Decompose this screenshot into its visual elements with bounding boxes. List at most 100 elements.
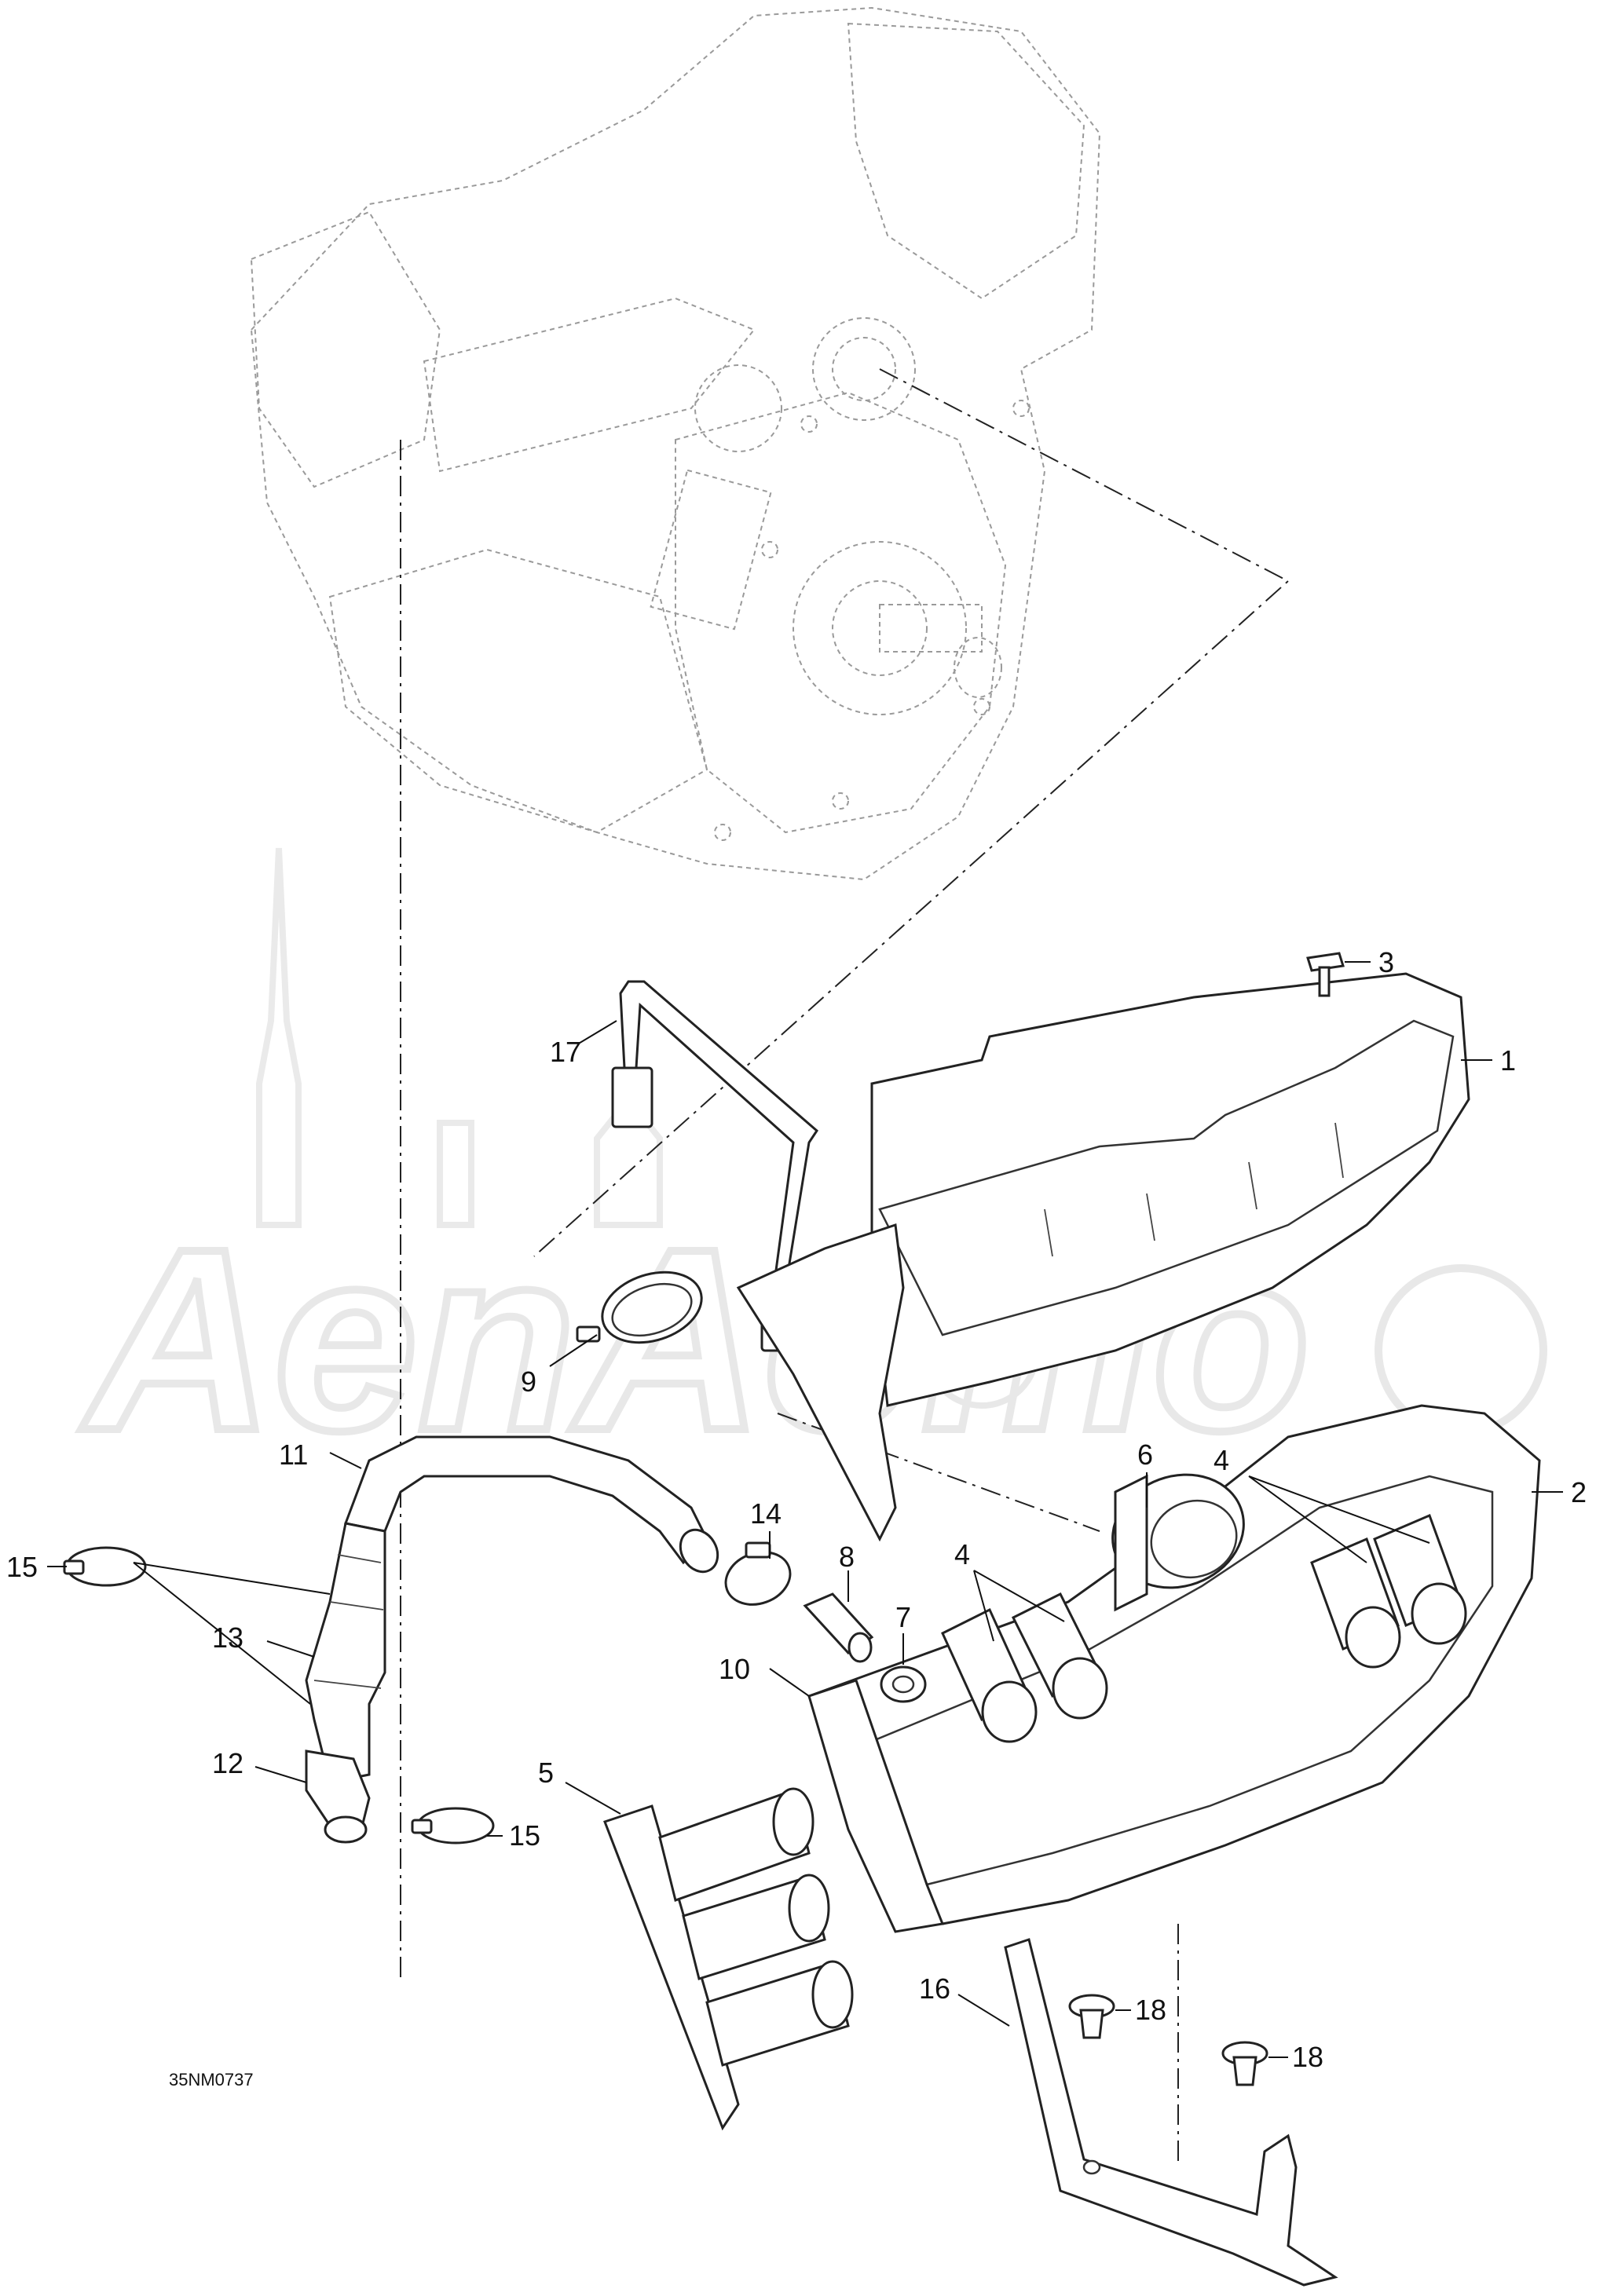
filter-cylinder-1 xyxy=(658,1789,811,1902)
hose-end xyxy=(679,1528,719,1574)
mount-2-stem xyxy=(1232,2056,1257,2086)
bracket-body xyxy=(1004,1938,1338,2287)
part-5-filter xyxy=(603,1787,854,2131)
coupling-body xyxy=(1114,1474,1148,1612)
engine-bolt-6 xyxy=(1012,400,1030,417)
part-15-clamp-left xyxy=(63,1546,147,1587)
engine-throttle-body xyxy=(812,317,916,421)
callout-15-left: 15 xyxy=(6,1551,38,1583)
sleeve-right-2-end xyxy=(1411,1582,1467,1645)
clamp-screw xyxy=(576,1325,601,1343)
tube-body xyxy=(305,1522,386,1784)
coupling-bore xyxy=(1150,1499,1238,1579)
engine-cylinder-head-left xyxy=(250,210,441,488)
engine-crankcase xyxy=(675,391,1007,834)
sleeve-right-1-end xyxy=(1345,1606,1401,1669)
filter-cylinder-3-end xyxy=(811,1960,854,2029)
sleeve-left-1-end xyxy=(981,1680,1038,1743)
leader-10 xyxy=(769,1668,810,1697)
leader-11 xyxy=(329,1452,362,1469)
filter-plate xyxy=(603,1804,740,2131)
assembly-line-throttle-to-housing xyxy=(777,1413,1100,1532)
callout-4-right: 4 xyxy=(1214,1444,1229,1476)
leader-12 xyxy=(254,1766,307,1783)
engine-cylinder-head-right xyxy=(847,22,1085,300)
leader-17 xyxy=(577,1020,617,1045)
callout-18-upper: 18 xyxy=(1135,1994,1166,2026)
part-8-fitting xyxy=(803,1592,874,1663)
callout-8: 8 xyxy=(839,1541,855,1573)
callout-10: 10 xyxy=(719,1653,750,1685)
callout-16: 16 xyxy=(919,1972,950,2005)
callout-14: 14 xyxy=(750,1497,782,1530)
engine-assembly-ghost xyxy=(250,6,1101,881)
callout-4-left: 4 xyxy=(954,1538,970,1570)
hose-clamp-left-screw xyxy=(63,1559,85,1575)
clamp-ring-inner xyxy=(611,1283,693,1336)
fitting-end xyxy=(847,1632,873,1663)
callout-13: 13 xyxy=(212,1621,243,1654)
part-9-clamp xyxy=(576,1270,703,1344)
callout-1: 1 xyxy=(1500,1044,1516,1077)
grommet-inner xyxy=(891,1675,915,1694)
part-4-sleeves-left xyxy=(941,1592,1108,1743)
callout-3: 3 xyxy=(1378,946,1394,978)
elbow-end xyxy=(324,1815,368,1844)
bracket-hole xyxy=(1082,2159,1101,2175)
drawing-code: 35NM0737 xyxy=(169,2070,254,2089)
engine-bolt-4 xyxy=(714,824,731,841)
strap-pad-top xyxy=(611,1066,653,1128)
engine-output-shaft xyxy=(832,580,928,676)
part-4-sleeves-right xyxy=(1310,1513,1467,1669)
assembly-line-engine-intake xyxy=(533,368,1290,1257)
engine-throttle-inner xyxy=(832,337,896,401)
part-13-tube xyxy=(305,1522,386,1784)
callout-15-right: 15 xyxy=(509,1819,540,1852)
engine-block-outline xyxy=(250,6,1101,881)
screw-shank xyxy=(1318,966,1331,997)
callout-18-lower: 18 xyxy=(1292,2041,1323,2073)
part-7-grommet xyxy=(880,1665,927,1703)
callout-7: 7 xyxy=(895,1601,911,1633)
leader-lines xyxy=(47,961,1563,2058)
callout-5: 5 xyxy=(538,1757,554,1789)
engine-output-shaft-flange xyxy=(793,541,967,715)
leader-9 xyxy=(549,1334,598,1367)
leader-5 xyxy=(565,1782,621,1815)
part-18-mount-1 xyxy=(1068,1994,1115,2039)
engine-bolt-1 xyxy=(800,415,818,433)
callout-12: 12 xyxy=(212,1747,243,1779)
leader-4b xyxy=(973,1570,1065,1642)
part-3-screw xyxy=(1306,952,1345,997)
part-18-mount-2 xyxy=(1221,2041,1268,2086)
sleeve-left-2-end xyxy=(1052,1657,1108,1720)
callout-11: 11 xyxy=(279,1439,308,1471)
airbox-cover-rib-1 xyxy=(1044,1122,1344,1257)
hose-clamp-14-screw xyxy=(745,1541,771,1559)
leader-4a xyxy=(1248,1475,1430,1563)
part-16-bracket xyxy=(1004,1938,1338,2287)
part-15-clamp-right xyxy=(411,1807,495,1844)
engine-cover-emblem xyxy=(694,364,782,452)
part-12-elbow xyxy=(305,1749,371,1844)
watermark-skyline xyxy=(256,847,663,1228)
part-14-clamp xyxy=(724,1541,792,1606)
hose-clamp-right-screw xyxy=(411,1819,433,1834)
callout-17: 17 xyxy=(550,1036,581,1068)
leader-16 xyxy=(957,1994,1010,2027)
engine-bolt-5 xyxy=(761,541,778,558)
filter-cylinder-2-end xyxy=(788,1874,830,1943)
tube-ribs xyxy=(313,1554,384,1689)
callout-6: 6 xyxy=(1137,1439,1153,1471)
airbox-base-front-face xyxy=(807,1679,945,1933)
callout-labels: 1 2 3 4 4 5 6 7 8 9 10 11 12 13 14 15 15… xyxy=(6,946,1587,2089)
airbox-cover-duct xyxy=(736,1223,905,1542)
engine-output-shaft-end xyxy=(954,637,1002,698)
engine-output-shaft-tube xyxy=(879,604,983,653)
part-11-hose xyxy=(343,1435,719,1574)
leader-13-arrows xyxy=(133,1562,331,1705)
part-1-airbox-cover xyxy=(736,972,1470,1542)
hose-body xyxy=(343,1435,708,1565)
